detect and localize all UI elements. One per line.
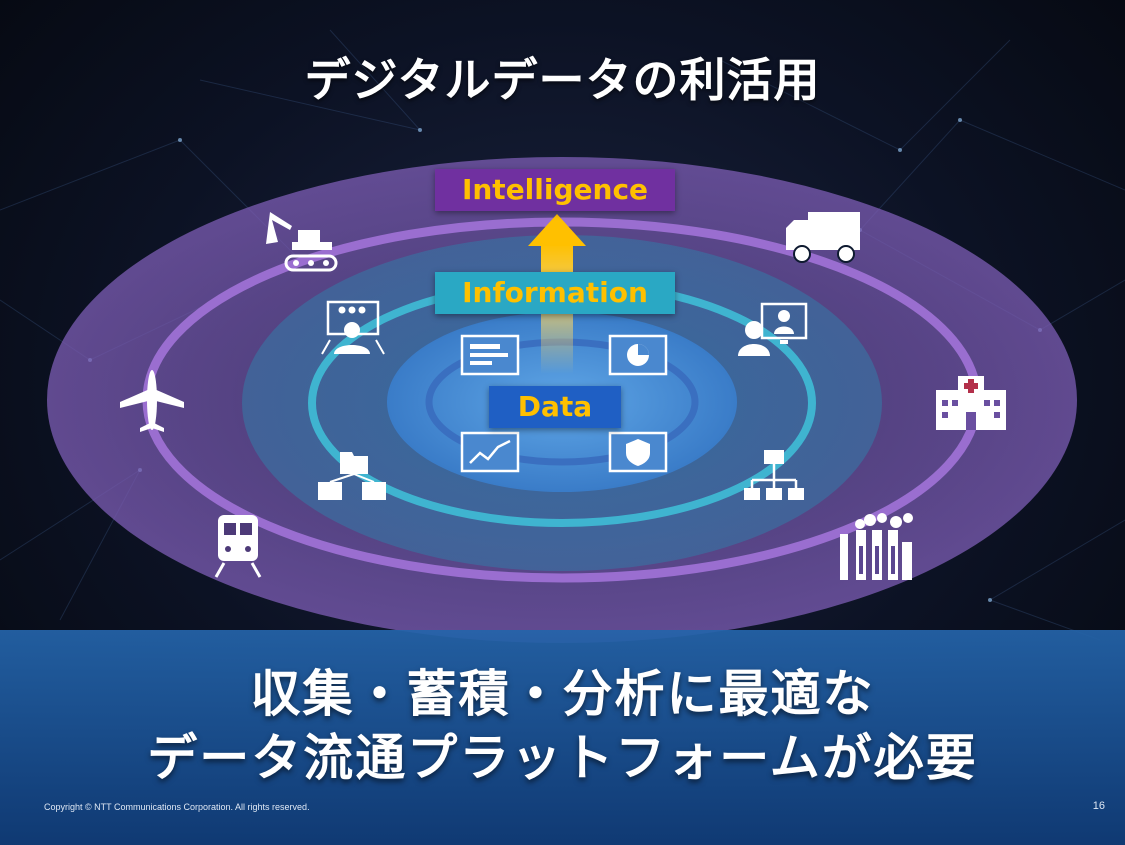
train-icon <box>214 515 262 578</box>
message-line-1: 収集・蓄積・分析に最適な <box>250 665 875 723</box>
factory-icon <box>840 513 913 580</box>
excavator-icon <box>266 212 338 272</box>
video-conference-icon <box>738 302 808 356</box>
airplane-icon <box>120 370 184 432</box>
copyright-text: Copyright © NTT Communications Corporati… <box>44 802 310 812</box>
truck-icon <box>786 212 860 263</box>
document-icon <box>460 334 520 376</box>
shield-icon <box>608 431 668 473</box>
slide-title: デジタルデータの利活用 <box>304 53 821 107</box>
information-label: Information <box>435 272 675 314</box>
line-chart-icon <box>460 431 520 473</box>
file-sharing-icon <box>318 452 386 500</box>
page-number: 16 <box>1092 800 1105 812</box>
data-label: Data <box>489 386 621 428</box>
hierarchy-icon <box>744 450 804 500</box>
hospital-icon <box>936 376 1006 430</box>
intelligence-label: Intelligence <box>435 169 675 211</box>
monitoring-operator-icon <box>321 300 385 355</box>
message-line-2: データ流通プラットフォームが必要 <box>147 729 978 787</box>
message-band <box>0 630 1125 845</box>
pie-chart-icon <box>608 334 668 376</box>
